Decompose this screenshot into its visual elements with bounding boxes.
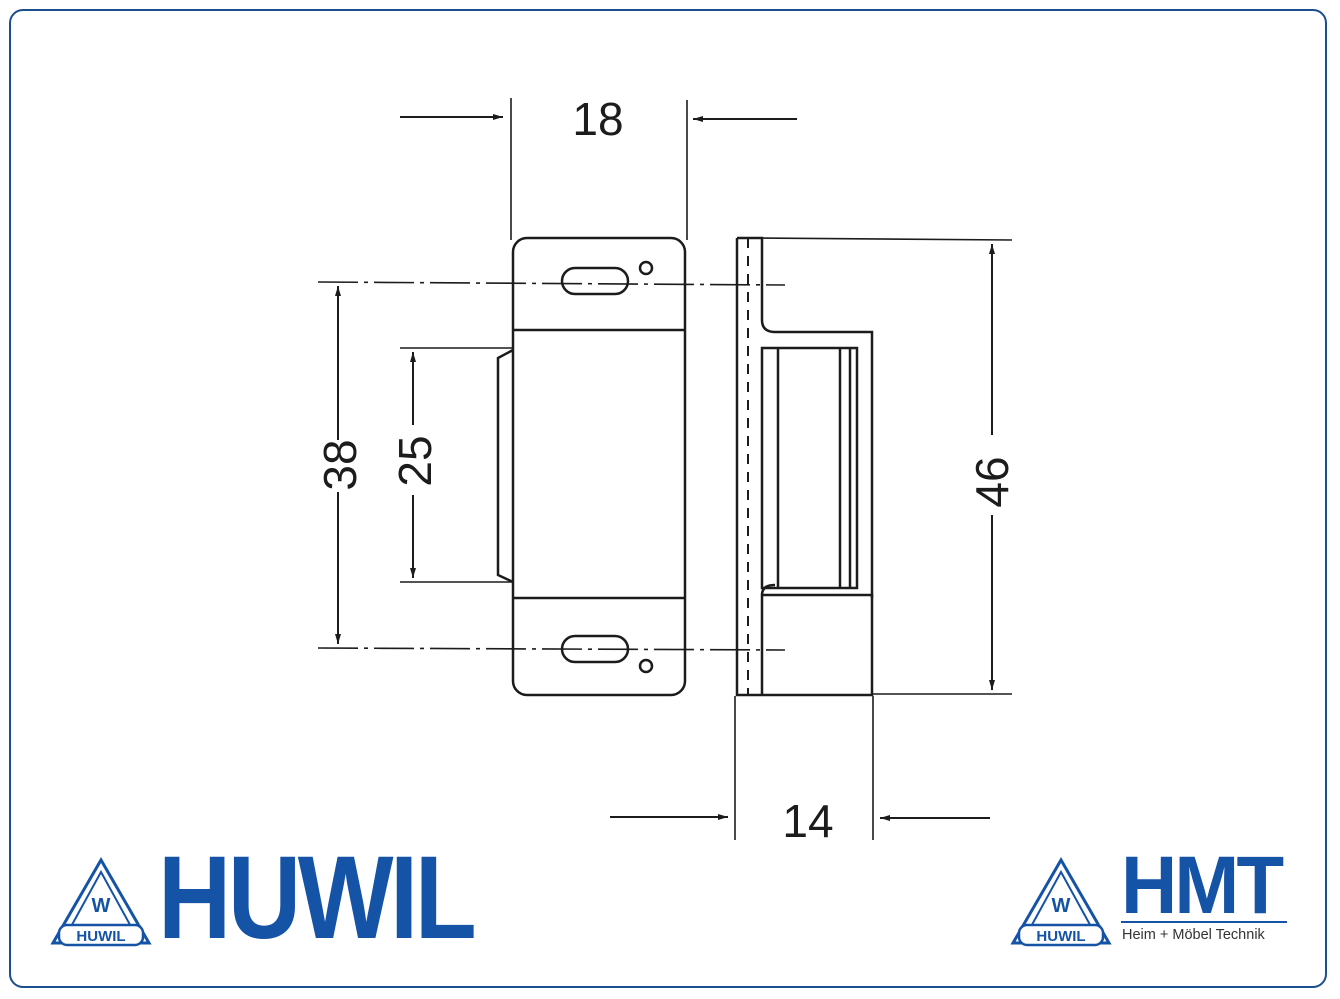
huwil-wordmark: HUWIL bbox=[158, 832, 477, 964]
side-magnet-body bbox=[760, 346, 859, 590]
dim-label-18: 18 bbox=[572, 93, 623, 145]
center-lines bbox=[317, 281, 786, 651]
front-view bbox=[496, 236, 687, 697]
huwil-emblem-left: W HUWIL bbox=[50, 857, 152, 947]
lower-small-hole bbox=[638, 658, 654, 674]
front-tab bbox=[496, 348, 514, 584]
front-plate-outline bbox=[511, 236, 687, 697]
side-lower-outline bbox=[735, 238, 874, 697]
dim-label-38: 38 bbox=[314, 439, 366, 490]
dim-label-14: 14 bbox=[782, 795, 833, 847]
hmt-divider bbox=[1121, 921, 1287, 923]
dimension-lines bbox=[335, 114, 995, 821]
emblem-letter-right: W bbox=[1052, 895, 1071, 917]
hmt-tagline: Heim + Möbel Technik bbox=[1122, 927, 1265, 943]
extension-lines bbox=[400, 98, 1013, 840]
upper-small-hole bbox=[638, 260, 654, 276]
huwil-emblem-right: W HUWIL bbox=[1010, 857, 1112, 947]
lower-center-line bbox=[317, 647, 786, 651]
dim-label-25: 25 bbox=[389, 435, 441, 486]
upper-center-line bbox=[317, 281, 786, 286]
dim-label-46: 46 bbox=[966, 456, 1018, 507]
emblem-label-left: HUWIL bbox=[76, 928, 125, 945]
emblem-letter-left: W bbox=[92, 895, 111, 917]
side-view bbox=[735, 236, 874, 697]
hmt-wordmark: HMT bbox=[1121, 840, 1284, 931]
emblem-label-right: HUWIL bbox=[1036, 928, 1085, 945]
side-upper-outline bbox=[737, 236, 874, 598]
page-frame bbox=[9, 9, 1327, 988]
upper-slot-hole bbox=[560, 266, 630, 296]
